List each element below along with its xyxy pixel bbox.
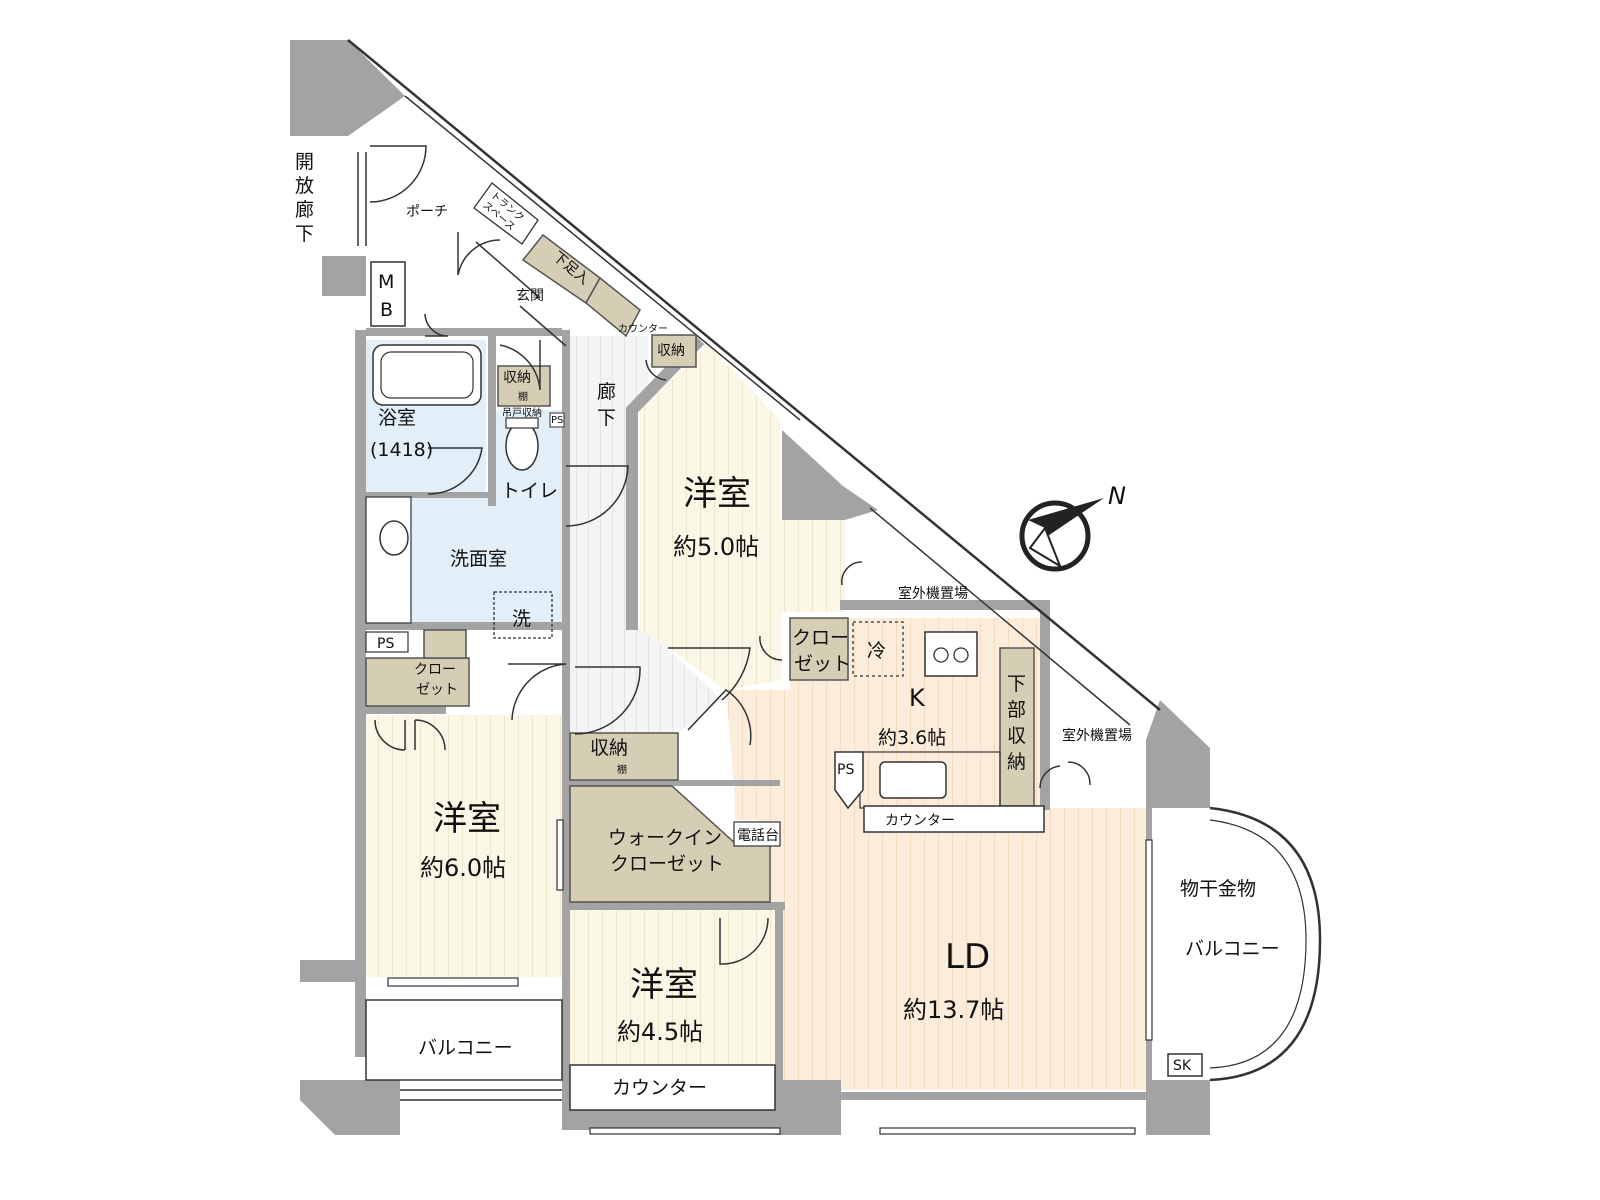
counter-entry-label: カウンター xyxy=(618,323,668,335)
balcony-east xyxy=(1209,806,1322,1082)
sk-label: SK xyxy=(1173,1058,1192,1074)
storage-entry xyxy=(497,365,551,407)
closet-k-label-1: クロー xyxy=(792,627,849,649)
closet-k xyxy=(789,617,849,681)
trunk-space xyxy=(473,182,539,245)
western-room-5-name: 洋室 xyxy=(683,474,751,514)
counter-entry xyxy=(585,276,641,338)
hallway-label-1: 廊 xyxy=(597,381,616,403)
washer-label: 洗 xyxy=(512,608,531,630)
storage-fixtures xyxy=(365,233,1035,903)
lower-storage xyxy=(999,647,1035,807)
closet-wash-label-1: クロー xyxy=(414,662,456,678)
storage-entry-label: 収納 xyxy=(503,370,531,386)
labels: 洋室 約5.0帖 洋室 約6.0帖 洋室 約4.5帖 LD 約13.7帖 K 約… xyxy=(295,151,1280,1099)
western-room-5-area: 約5.0帖 xyxy=(673,533,759,561)
western-room-6-area: 約6.0帖 xyxy=(420,854,506,882)
phone-stand xyxy=(733,821,781,847)
sink-icon xyxy=(379,520,409,556)
western-room-6-floor xyxy=(366,715,562,977)
toilet-bowl-icon xyxy=(505,421,539,471)
exterior-areas xyxy=(365,806,1322,1101)
western-room-45-area: 約4.5帖 xyxy=(617,1018,703,1046)
outdoor-unit-2: 室外機置場 xyxy=(1062,727,1132,744)
ld-floor xyxy=(726,618,1146,1090)
north-label: N xyxy=(1108,482,1126,510)
washroom-name: 洗面室 xyxy=(450,548,507,570)
western-room-45-name: 洋室 xyxy=(630,965,698,1005)
ps-wash-label: PS xyxy=(377,636,394,652)
porch-label: ポーチ xyxy=(406,204,448,220)
mb-label-m: M xyxy=(378,271,394,293)
shelf-hall2-label: 棚 xyxy=(617,763,627,776)
ps-kitchen xyxy=(834,751,864,810)
toilet-name: トイレ xyxy=(501,480,558,502)
storage-hall xyxy=(651,334,697,368)
counter-room45 xyxy=(569,1064,776,1111)
ps-wash xyxy=(365,631,409,653)
storage-hall-2 xyxy=(569,732,679,781)
washer-pan xyxy=(493,591,553,639)
closet-wash xyxy=(365,657,470,707)
open-corridor-2: 放 xyxy=(295,175,314,197)
ps-toilet xyxy=(549,412,565,428)
balcony-south xyxy=(365,999,563,1081)
windows xyxy=(387,819,1153,1135)
counter-kitchen-label: カウンター xyxy=(885,813,955,829)
outdoor-unit-1: 室外機置場 xyxy=(898,585,968,602)
lower-storage-3: 収 xyxy=(1007,725,1026,747)
storage-hall-label: 収納 xyxy=(657,343,685,359)
hallway-label-2: 下 xyxy=(597,407,616,429)
hallway-floor xyxy=(562,336,722,740)
lower-storage-2: 部 xyxy=(1007,699,1026,721)
ld-area: 約13.7帖 xyxy=(903,996,1004,1024)
walls xyxy=(290,40,1210,1135)
stove-icon xyxy=(924,631,978,677)
mb-label-b: B xyxy=(380,299,393,321)
diagonal-exterior xyxy=(347,39,1161,726)
lower-storage-4: 納 xyxy=(1007,751,1026,773)
open-corridor-3: 廊 xyxy=(295,199,314,221)
western-room-5-floor xyxy=(640,340,845,690)
compass: N xyxy=(1019,482,1126,572)
doors xyxy=(369,145,1091,965)
open-corridor-4: 下 xyxy=(295,223,314,245)
bath-name: 浴室 xyxy=(378,407,416,429)
fridge-label: 冷 xyxy=(867,640,886,662)
lower-storage-1: 下 xyxy=(1007,673,1026,695)
fixtures xyxy=(357,152,1045,1111)
phone-stand-label: 電話台 xyxy=(737,827,779,844)
balcony-south-label: バルコニー xyxy=(418,1037,513,1059)
open-corridor-1: 開 xyxy=(295,151,314,173)
closet-wash-label-2: ゼット xyxy=(416,682,458,698)
wic-label-2: クローゼット xyxy=(610,853,724,875)
kitchen-sink-icon xyxy=(879,761,947,799)
bathtub-icon xyxy=(372,344,482,406)
kitchen-name: K xyxy=(909,684,926,712)
ps-kitchen-label: PS xyxy=(837,762,854,778)
sk-box xyxy=(1167,1053,1203,1077)
closet-k-label-2: ゼット xyxy=(794,653,851,675)
wic-label-1: ウォークイン xyxy=(608,827,722,849)
clothes-hanger-label: 物干金物 xyxy=(1180,878,1256,900)
toilet-shelf-label: 吊戸収納 xyxy=(502,406,542,419)
kitchen-area: 約3.6帖 xyxy=(878,727,946,749)
counter-room45-label: カウンター xyxy=(612,1077,707,1099)
fridge-space xyxy=(852,621,904,677)
ps-toilet-label: PS xyxy=(551,415,563,426)
mb-box xyxy=(370,261,406,327)
storage-hall2-label: 収納 xyxy=(590,737,628,759)
western-room-6-name: 洋室 xyxy=(433,799,501,839)
shelf-entry-label: 棚 xyxy=(518,390,528,403)
bath-size: (1418) xyxy=(370,439,433,461)
compass-icon xyxy=(1019,500,1091,572)
balcony-east-label: バルコニー xyxy=(1185,938,1280,960)
ld-name: LD xyxy=(945,937,990,977)
entrance-label: 玄関 xyxy=(516,287,544,304)
